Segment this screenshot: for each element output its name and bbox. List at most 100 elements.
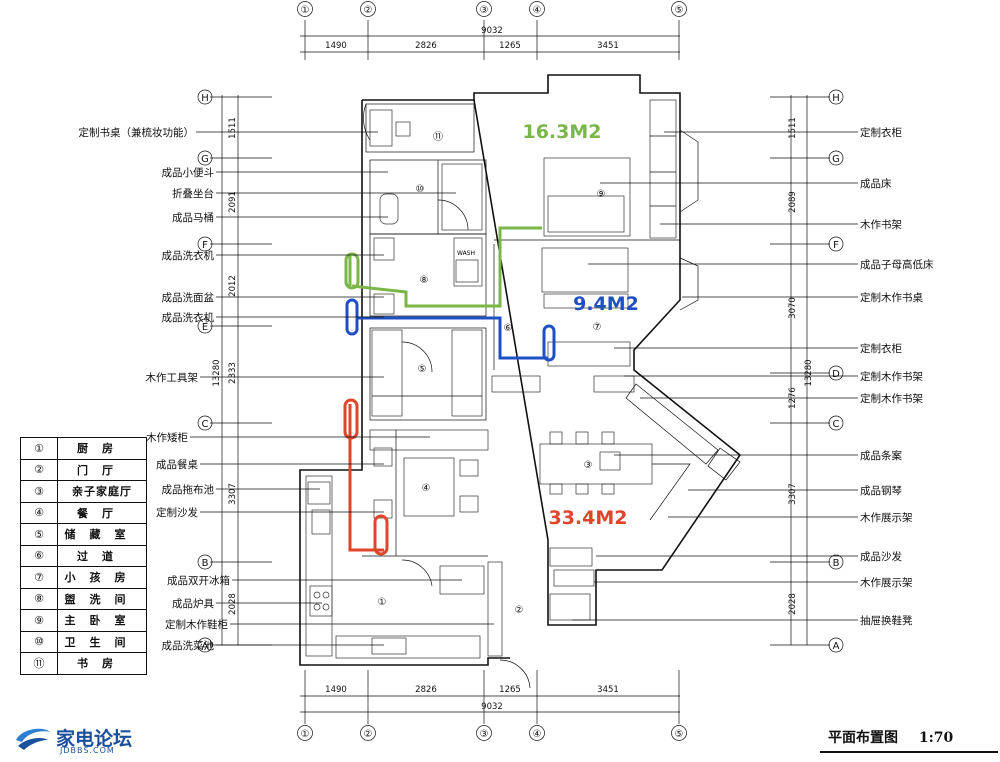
- legend-num: ⑧: [20, 587, 58, 610]
- legend-room-name: 书房: [57, 652, 147, 675]
- callout-bookshelf-1: 木作书架: [860, 219, 902, 231]
- left-axis-and-dims: 1511 2091 2012 2333 3307 2028 13280 H G …: [197, 89, 272, 653]
- svg-text:②: ②: [364, 5, 373, 16]
- callout-bookshelf-2: 定制木作书架: [860, 370, 923, 383]
- green-route: [348, 226, 542, 308]
- callout-piano: 成品钢琴: [860, 484, 902, 497]
- top-total-dim: 9032: [481, 26, 503, 36]
- callout-wardrobe-1: 定制衣柜: [860, 126, 902, 139]
- legend-room-name: 卫生间: [57, 630, 147, 653]
- callout-sofa-2: 成品沙发: [860, 550, 902, 563]
- callout-desk: 定制书桌（兼梳妆功能）: [79, 126, 195, 139]
- svg-text:2028: 2028: [788, 593, 798, 615]
- callout-urinal: 成品小便斗: [162, 166, 215, 179]
- callout-mop-sink: 成品拖布池: [162, 483, 215, 496]
- svg-text:H: H: [201, 93, 209, 104]
- svg-text:3307: 3307: [788, 483, 798, 505]
- callout-dining-table: 成品餐桌: [156, 458, 198, 471]
- callout-stove: 成品炉具: [172, 598, 214, 610]
- logo-url: JDBBS.COM: [60, 746, 115, 755]
- area-master-bedroom: 16.3M2: [522, 121, 601, 143]
- svg-text:F: F: [202, 240, 208, 251]
- bottom-total-dim: 9032: [481, 702, 503, 712]
- callout-washer-2: 成品洗衣机: [162, 311, 215, 324]
- callout-toilet: 成品马桶: [172, 211, 214, 224]
- svg-text:B: B: [833, 558, 840, 569]
- callout-shoe-bench: 抽屉换鞋凳: [860, 614, 913, 627]
- svg-text:F: F: [833, 240, 839, 251]
- drawing-title: 平面布置图 1:70: [820, 727, 998, 753]
- blue-marker-right: [542, 324, 556, 362]
- callout-desk-2: 定制木作书桌: [860, 291, 923, 304]
- svg-text:A: A: [202, 641, 209, 652]
- svg-text:G: G: [832, 154, 840, 165]
- legend-room-name: 过道: [57, 544, 147, 567]
- top-dim-3: 1265: [499, 41, 521, 51]
- legend-num: ⑩: [20, 630, 58, 653]
- room-num-9: ⑨: [597, 189, 606, 200]
- room-num-7: ⑦: [593, 322, 602, 333]
- legend-num: ④: [20, 501, 58, 524]
- svg-text:③: ③: [480, 5, 489, 16]
- callout-console: 成品条案: [860, 449, 902, 462]
- svg-text:E: E: [202, 322, 208, 333]
- site-logo[interactable]: 家电论坛 JDBBS.COM: [14, 722, 154, 758]
- callout-display-2: 木作展示架: [860, 577, 913, 589]
- legend-room-name: 厨房: [57, 437, 147, 460]
- building-walls: [299, 74, 742, 689]
- svg-text:2089: 2089: [788, 191, 798, 213]
- legend-num: ①: [20, 437, 58, 460]
- bottom-dim-3: 1265: [499, 685, 521, 695]
- right-axis-and-dims: 1511 2089 3070 1276 3307 2028 13280 H G …: [770, 89, 844, 653]
- room-num-6: ⑥: [504, 323, 513, 334]
- room-num-5: ⑤: [418, 364, 427, 375]
- room-num-8: ⑧: [420, 275, 429, 286]
- svg-text:④: ④: [533, 5, 542, 16]
- svg-text:①: ①: [301, 729, 310, 740]
- legend-num: ⑪: [20, 652, 58, 675]
- blue-route: [356, 316, 548, 360]
- row-axis-right: H G F D C B A: [828, 89, 844, 653]
- legend-room-name: 小孩房: [57, 566, 147, 589]
- top-dim-4: 3451: [597, 41, 619, 51]
- drawing-scale: 1:70: [918, 730, 954, 746]
- callout-display-1: 木作展示架: [860, 512, 913, 524]
- room-num-11: ⑪: [433, 131, 443, 143]
- svg-text:H: H: [832, 93, 840, 104]
- wash-label: WASH: [457, 250, 475, 257]
- callout-bookshelf-3: 定制木作书架: [860, 392, 923, 405]
- svg-text:C: C: [833, 419, 840, 430]
- bottom-dim-4: 3451: [597, 685, 619, 695]
- drawing-title-text: 平面布置图: [828, 730, 898, 746]
- svg-text:1511: 1511: [788, 117, 798, 139]
- callout-sofa: 定制沙发: [156, 506, 198, 519]
- svg-text:2333: 2333: [228, 362, 238, 384]
- room-num-4: ④: [422, 483, 431, 494]
- svg-text:13280: 13280: [804, 359, 814, 386]
- svg-text:3070: 3070: [788, 297, 798, 319]
- callout-washer-1: 成品洗衣机: [162, 249, 215, 262]
- svg-text:⑤: ⑤: [675, 729, 684, 740]
- svg-text:D: D: [832, 369, 840, 380]
- area-kids-room: 9.4M2: [573, 293, 639, 315]
- svg-text:3307: 3307: [228, 483, 238, 505]
- svg-text:2091: 2091: [228, 191, 238, 213]
- room-numbers: ⑪ ⑩ ⑨ ⑧ ⑦ ⑥ ⑤ ④ ③ ② ① WASH: [378, 131, 606, 616]
- callout-low-cabinet: 木作矮柜: [146, 431, 188, 444]
- svg-text:C: C: [202, 419, 209, 430]
- col-axis-bottom: ① ② ③ ④ ⑤: [297, 725, 687, 741]
- legend-num: ⑥: [20, 544, 58, 567]
- legend-room-name: 餐厅: [57, 501, 147, 524]
- callout-wardrobe-2: 定制衣柜: [860, 342, 902, 355]
- svg-text:2012: 2012: [228, 275, 238, 297]
- callout-bunk-bed: 成品子母高低床: [860, 258, 934, 271]
- legend-room-name: 盥洗间: [57, 587, 147, 610]
- svg-text:A: A: [833, 641, 840, 652]
- legend-num: ⑦: [20, 566, 58, 589]
